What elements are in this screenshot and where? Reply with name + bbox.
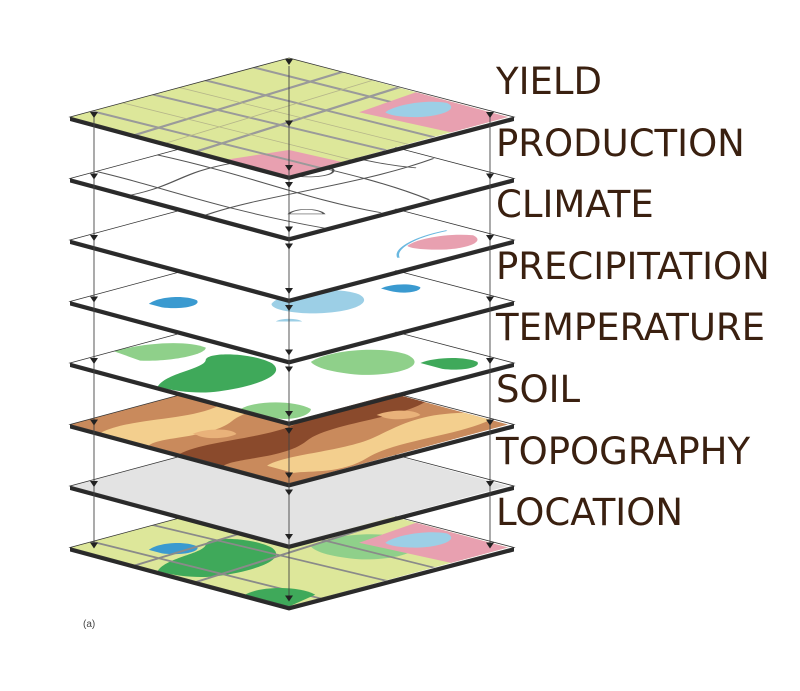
arrowhead-marker <box>285 366 293 373</box>
arrowhead-marker <box>90 419 98 426</box>
layer-label-topography: TOPOGRAPHY <box>496 429 751 473</box>
arrowhead-marker <box>285 120 293 127</box>
arrowhead-marker <box>486 296 494 303</box>
arrowhead-marker <box>486 542 494 549</box>
arrowhead-marker <box>90 235 98 241</box>
arrowhead-marker <box>285 226 293 233</box>
arrowhead-marker <box>90 173 98 180</box>
arrowhead-marker <box>285 165 293 171</box>
layer-outline <box>68 488 516 607</box>
arrowhead-marker <box>285 472 293 479</box>
layer-label-climate: CLIMATE <box>496 183 654 227</box>
arrowhead-marker <box>285 489 293 496</box>
arrowhead-marker <box>90 358 98 364</box>
arrowhead-marker <box>285 288 293 294</box>
arrowhead-marker <box>486 173 494 180</box>
arrowhead-marker <box>285 349 293 356</box>
arrowhead-marker <box>90 481 98 487</box>
arrowhead-marker <box>486 112 494 118</box>
arrowhead-marker <box>90 542 98 549</box>
arrowhead-marker <box>285 428 293 434</box>
arrowhead-marker <box>486 235 494 241</box>
arrowhead-marker <box>285 305 293 311</box>
layer-label-yield: YIELD <box>496 60 602 103</box>
arrowhead-marker <box>285 595 293 602</box>
layer-label-location: LOCATION <box>496 491 684 535</box>
arrowhead-marker <box>285 243 293 250</box>
arrowhead-marker <box>486 358 494 364</box>
layer-label-precipitation: PRECIPITATION <box>496 244 770 288</box>
arrowhead-marker <box>90 296 98 303</box>
figure-caption: (a) <box>83 619 96 630</box>
layer-label-temperature: TEMPERATURE <box>496 306 766 350</box>
arrowhead-marker <box>90 112 98 118</box>
layer-label-production: PRODUCTION <box>496 121 745 165</box>
layer-sheet-location <box>68 488 516 611</box>
arrowhead-marker <box>486 481 494 487</box>
arrowhead-marker <box>285 182 293 188</box>
arrowhead-marker <box>285 534 293 540</box>
arrowhead-marker <box>285 59 293 65</box>
arrowhead-marker <box>285 411 293 417</box>
layer-label-soil: SOIL <box>496 368 581 411</box>
arrowhead-marker <box>486 419 494 426</box>
